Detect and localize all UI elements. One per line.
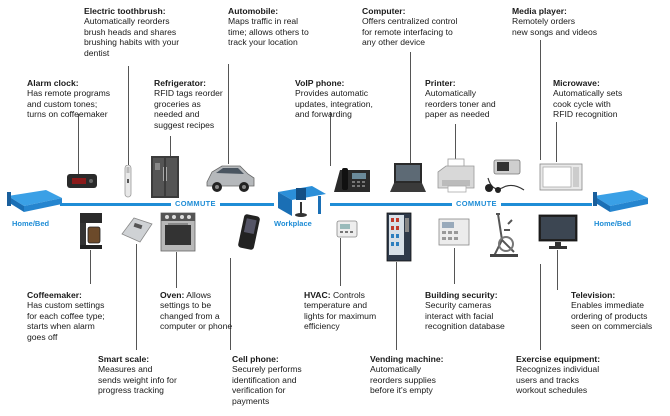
label-printer-title: Printer: [425, 78, 456, 88]
connector-cell [230, 258, 231, 350]
media-player-icon [484, 158, 528, 194]
label-fridge-title: Refrigerator: [154, 78, 207, 88]
label-exercise-title: Exercise equipment: [516, 354, 601, 364]
refrigerator-icon [150, 155, 180, 199]
printer-icon [436, 158, 476, 194]
label-alarm: Alarm clock: Has remote programs and cus… [27, 78, 111, 120]
toothbrush-icon [122, 165, 134, 199]
connector-computer [410, 52, 411, 164]
label-scale-title: Smart scale: [98, 354, 150, 364]
label-vending-title: Vending machine: [370, 354, 444, 364]
label-microwave-title: Microwave: [553, 78, 600, 88]
thermostat-icon [336, 220, 358, 238]
place-home-end: Home/Bed [594, 219, 632, 228]
label-media: Media player: Remotely orders new songs … [512, 6, 598, 37]
label-oven-title: Oven: [160, 290, 185, 300]
alarm-clock-icon [66, 170, 98, 190]
oven-icon [160, 212, 196, 252]
label-exercise: Exercise equipment: Recognizes individua… [516, 354, 601, 396]
connector-printer [455, 124, 456, 160]
label-tv: Television: Enables immediate ordering o… [571, 290, 653, 332]
television-icon [538, 214, 578, 250]
label-computer: Computer: Offers centralized control for… [362, 6, 458, 48]
connector-security [454, 248, 455, 284]
label-coffee-title: Coffeemaker: [27, 290, 82, 300]
label-cell: Cell phone: Securely performs identifica… [232, 354, 302, 406]
bed-icon [6, 186, 64, 216]
coffeemaker-icon [78, 212, 104, 250]
label-hvac-title: HVAC: [304, 290, 331, 300]
connector-scale [136, 244, 137, 350]
connector-alarm [78, 114, 79, 174]
label-fridge: Refrigerator: RFID tags reorder grocerie… [154, 78, 223, 130]
label-security: Building security: Security cameras inte… [425, 290, 505, 332]
car-icon [204, 160, 256, 194]
bed-icon-end [592, 186, 650, 216]
label-computer-title: Computer: [362, 6, 406, 16]
microwave-icon [539, 162, 583, 192]
label-microwave: Microwave: Automatically sets cook cycle… [553, 78, 623, 120]
label-car: Automobile: Maps traffic in real time; a… [228, 6, 309, 48]
label-cell-title: Cell phone: [232, 354, 279, 364]
connector-voip [330, 112, 331, 166]
connector-toothbrush [128, 66, 129, 170]
security-panel-icon [438, 218, 470, 246]
label-coffee: Coffeemaker: Has custom settings for eac… [27, 290, 105, 342]
place-workplace: Workplace [274, 219, 312, 228]
label-alarm-title: Alarm clock: [27, 78, 79, 88]
timeline-line-left [60, 203, 274, 206]
connector-tv [557, 250, 558, 290]
connector-microwave [556, 122, 557, 162]
connector-exercise [540, 264, 541, 350]
label-toothbrush: Electric toothbrush: Automatically reord… [84, 6, 180, 58]
label-voip: VoIP phone: Provides automatic updates, … [295, 78, 373, 120]
label-car-title: Automobile: [228, 6, 279, 16]
label-voip-title: VoIP phone: [295, 78, 345, 88]
connector-media [540, 40, 541, 160]
exercise-bike-icon [486, 210, 522, 260]
label-vending: Vending machine: Automatically reorders … [370, 354, 444, 396]
label-media-title: Media player: [512, 6, 567, 16]
scale-icon [120, 214, 154, 244]
label-oven: Oven: Allows settings to be changed from… [160, 290, 233, 332]
cell-phone-icon [238, 214, 260, 252]
connector-hvac [340, 238, 341, 286]
label-security-title: Building security: [425, 290, 498, 300]
label-printer: Printer: Automatically reorders toner an… [425, 78, 496, 120]
commute-label-left: COMMUTE [171, 199, 220, 208]
connector-vending [396, 262, 397, 350]
connector-car [228, 64, 229, 164]
commute-label-right: COMMUTE [452, 199, 501, 208]
desk-icon [274, 184, 328, 220]
connector-fridge [170, 136, 171, 156]
laptop-icon [388, 162, 428, 194]
place-home-start: Home/Bed [12, 219, 50, 228]
voip-phone-icon [332, 166, 372, 194]
label-hvac: HVAC: Controls temperature and lights fo… [304, 290, 377, 332]
connector-coffee [90, 250, 91, 284]
label-scale: Smart scale: Measures and sends weight i… [98, 354, 177, 396]
label-toothbrush-title: Electric toothbrush: [84, 6, 166, 16]
connector-oven [176, 252, 177, 288]
vending-machine-icon [386, 212, 412, 262]
label-tv-title: Television: [571, 290, 616, 300]
